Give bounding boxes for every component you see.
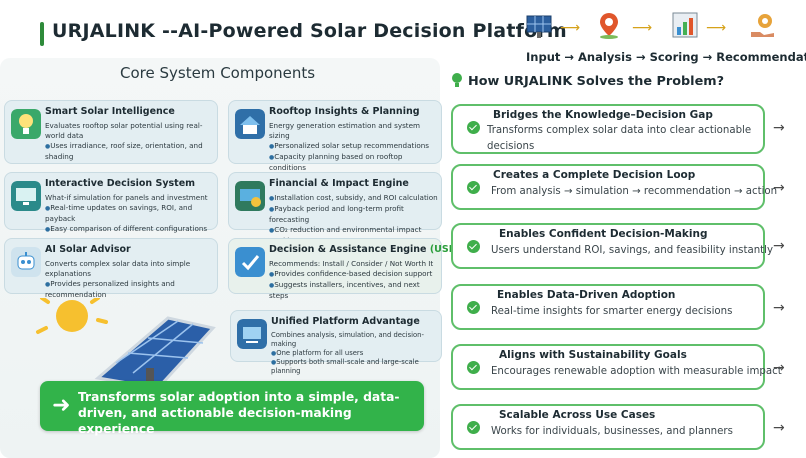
solution-item-title: Creates a Complete Decision Loop <box>493 169 696 181</box>
solution-item-title: Enables Confident Decision-Making <box>499 228 708 240</box>
card-title: Decision & Assistance Engine (USP) <box>269 244 461 255</box>
card-title: Rooftop Insights & Planning <box>269 106 420 117</box>
lightbulb-icon <box>452 73 462 87</box>
card-title: Smart Solar Intelligence <box>45 106 175 117</box>
check-icon <box>467 361 480 374</box>
decision-icon <box>235 247 265 277</box>
gear-hand-icon <box>751 14 774 37</box>
card-title: Interactive Decision System <box>45 178 196 189</box>
card-financial-impact-engine: Financial & Impact Engine Installation c… <box>228 172 442 245</box>
card-title: Financial & Impact Engine <box>269 178 409 189</box>
flow-icons: ⟶ ⟶ ⟶ <box>524 10 804 44</box>
bar-chart-icon <box>672 12 698 38</box>
solar-panel-icon <box>526 15 552 38</box>
card-title: AI Solar Advisor <box>45 244 131 255</box>
arrow-right-icon: → <box>773 120 785 136</box>
how-section-title: How URJALINK Solves the Problem? <box>468 74 725 89</box>
check-icon <box>467 421 480 434</box>
card-decision-assistance-engine: Decision & Assistance Engine (USP) Recom… <box>228 238 460 300</box>
flow-arrow-icon: ⟶ <box>632 20 653 36</box>
card-unified-platform-advantage: Unified Platform Advantage Combines anal… <box>230 310 442 375</box>
house-solar-icon <box>235 109 265 139</box>
solution-item: Scalable Across Use Cases Works for indi… <box>451 404 765 450</box>
card-body: Converts complex solar data into simple … <box>45 259 221 300</box>
card-body: Evaluates rooftop solar potential using … <box>45 121 215 162</box>
solution-item-title: Enables Data-Driven Adoption <box>497 289 676 301</box>
title-accent-bar <box>40 22 44 46</box>
card-body: Energy generation estimation and system … <box>269 121 441 173</box>
page-title: URJALINK --AI-Powered Solar Decision Pla… <box>52 20 567 42</box>
solution-item-desc: Transforms complex solar data into clear… <box>487 125 752 152</box>
summary-banner-text: Transforms solar adoption into a simple,… <box>78 390 400 436</box>
flow-arrow-icon: ⟶ <box>706 20 727 36</box>
solution-item: Creates a Complete Decision Loop From an… <box>451 164 777 210</box>
card-body: What-if simulation for panels and invest… <box>45 193 217 235</box>
card-body: Recommends: Install / Consider / Not Wor… <box>269 259 441 301</box>
solution-item-desc: Users understand ROI, savings, and feasi… <box>491 245 774 256</box>
solution-item: Enables Data-Driven Adoption Real-time i… <box>451 284 765 330</box>
check-icon <box>467 301 480 314</box>
core-components-title: Core System Components <box>120 64 316 82</box>
solution-item-title: Bridges the Knowledge–Decision Gap <box>493 109 713 121</box>
arrow-right-icon: ➜ <box>52 393 71 418</box>
arrow-right-icon: → <box>773 360 785 376</box>
solution-item: Enables Confident Decision-Making Users … <box>451 223 773 269</box>
lightbulb-icon <box>11 109 41 139</box>
summary-banner: ➜ Transforms solar adoption into a simpl… <box>40 381 424 436</box>
card-interactive-decision-system: Interactive Decision System What-if simu… <box>4 172 218 233</box>
flow-arrow-icon: ⟶ <box>560 20 581 36</box>
card-ai-solar-advisor: AI Solar Advisor Converts complex solar … <box>4 238 218 299</box>
usp-tag: (USP) <box>429 244 461 255</box>
solution-item-desc: Encourages renewable adoption with measu… <box>491 366 782 377</box>
location-pin-icon <box>600 13 618 39</box>
solution-item-desc: From analysis → simulation → recommendat… <box>491 186 778 197</box>
card-title: Unified Platform Advantage <box>271 316 420 327</box>
monitor-icon <box>11 181 41 211</box>
solution-item-title: Aligns with Sustainability Goals <box>499 349 687 361</box>
solution-item-title: Scalable Across Use Cases <box>499 409 656 421</box>
arrow-right-icon: → <box>773 238 785 254</box>
robot-icon <box>11 247 41 277</box>
flow-steps-label: Input → Analysis → Scoring → Recommendat… <box>526 50 806 64</box>
arrow-right-icon: → <box>773 180 785 196</box>
card-rooftop-insights: Rooftop Insights & Planning Energy gener… <box>228 100 442 172</box>
check-icon <box>467 121 480 134</box>
check-icon <box>467 240 480 253</box>
card-smart-solar-intelligence: Smart Solar Intelligence Evaluates rooft… <box>4 100 218 164</box>
solution-item-desc: Real-time insights for smarter energy de… <box>491 306 733 317</box>
card-body: Combines analysis, simulation, and decis… <box>271 331 441 376</box>
solution-item: Aligns with Sustainability Goals Encoura… <box>451 344 782 390</box>
platform-icon <box>237 319 267 349</box>
arrow-right-icon: → <box>773 420 785 436</box>
sun-solar-panel-illustration <box>36 298 216 388</box>
solar-finance-icon <box>235 181 265 211</box>
check-icon <box>467 181 480 194</box>
solution-item-desc: Works for individuals, businesses, and p… <box>491 426 733 437</box>
solution-item: Bridges the Knowledge–Decision Gap Trans… <box>451 104 765 154</box>
arrow-right-icon: → <box>773 300 785 316</box>
